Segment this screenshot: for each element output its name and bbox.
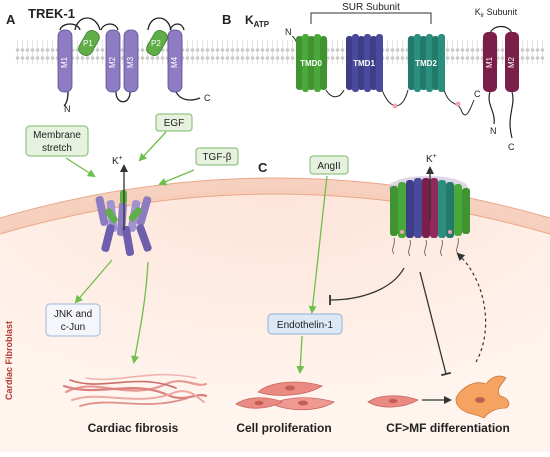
proliferating-cells-icon [235, 381, 335, 411]
tmd2-label: TMD2 [415, 59, 437, 68]
endothelin-to-proliferation-arrow [296, 335, 305, 374]
membrane-stretch-box [25, 125, 89, 157]
tmd1-domain [346, 34, 383, 92]
katp-title: KATP [245, 13, 270, 29]
fibrosis-fibers-icon [62, 373, 208, 407]
trek1-to-jnk-arrow [74, 259, 113, 304]
myofibroblast-cell-icon [455, 375, 510, 419]
trek1-helix-m1: M1 [60, 56, 69, 68]
panel-c-letter: C [258, 160, 268, 175]
sur-subunit-label: SUR Subunit [342, 2, 400, 13]
differentiation-feedback-arrow [456, 252, 487, 363]
tgf-to-trek1-arrow [158, 169, 195, 186]
cardiac-fibrosis-label: Cardiac fibrosis [88, 421, 179, 435]
cell-label: Cardiac Fibroblast [4, 321, 14, 400]
endothelin-box [267, 313, 343, 335]
cell-proliferation-label: Cell proliferation [236, 421, 331, 435]
trek1-n-terminus: N [64, 104, 71, 114]
egf-label: EGF [164, 118, 185, 129]
trek1-helix-m2: M2 [108, 56, 117, 68]
trek1-helix-m3: M3 [126, 56, 135, 68]
trek1-c-terminus: C [204, 93, 211, 103]
membrane-stretch-line1: Membrane [33, 130, 81, 141]
stretch-to-trek1-arrow [65, 157, 96, 178]
kir-subunit-label: Kir Subunit [475, 7, 518, 19]
katp-channel-3d [388, 176, 470, 257]
cf-mf-differentiation-label: CF>MF differentiation [386, 421, 510, 435]
jnk-line2: c-Jun [61, 322, 85, 333]
katp-c-terminus: C [474, 89, 481, 99]
jnk-line1: JNK and [54, 309, 92, 320]
tmd2-domain [408, 34, 445, 92]
endothelin-label: Endothelin-1 [277, 320, 334, 331]
katp-n-terminus: N [285, 27, 292, 37]
kir-n-terminus: N [490, 126, 497, 136]
kir-subunit [483, 25, 519, 139]
trek1-helix-p2: P2 [151, 39, 161, 48]
trek1-topology [57, 17, 201, 107]
angii-to-endothelin-arrow [308, 175, 328, 314]
trek1-k-ion-label: K+ [112, 155, 123, 167]
katp-inhibits-endothelin [329, 267, 405, 306]
panel-a-letter: A [6, 12, 16, 27]
panel-a-title: TREK-1 [28, 6, 75, 21]
katp-k-ion-label: K+ [426, 153, 437, 165]
trek1-helix-m4: M4 [170, 56, 179, 68]
kir-helix-m2: M2 [507, 56, 516, 68]
kir-helix-m1: M1 [485, 56, 494, 68]
trek1-to-fibrosis-arrow [131, 261, 149, 364]
angii-label: AngII [317, 161, 340, 172]
egf-box [155, 113, 193, 132]
trek1-helix-p1: P1 [83, 39, 93, 48]
angii-box [309, 155, 349, 175]
jnk-box [45, 303, 101, 337]
katp-inhibits-differentiation [419, 271, 452, 377]
tgf-beta-box [195, 147, 239, 166]
tmd1-label: TMD1 [353, 59, 375, 68]
panel-b-letter: B [222, 12, 231, 27]
membrane-stretch-line2: stretch [42, 143, 72, 154]
sur-bracket [310, 12, 432, 24]
tmd0-label: TMD0 [300, 59, 322, 68]
kir-c-terminus: C [508, 142, 515, 152]
fibroblast-cell-icon [367, 395, 419, 408]
tgf-beta-label: TGF-β [202, 152, 231, 163]
egf-to-trek1-arrow [138, 131, 167, 162]
tmd0-domain [296, 34, 327, 92]
